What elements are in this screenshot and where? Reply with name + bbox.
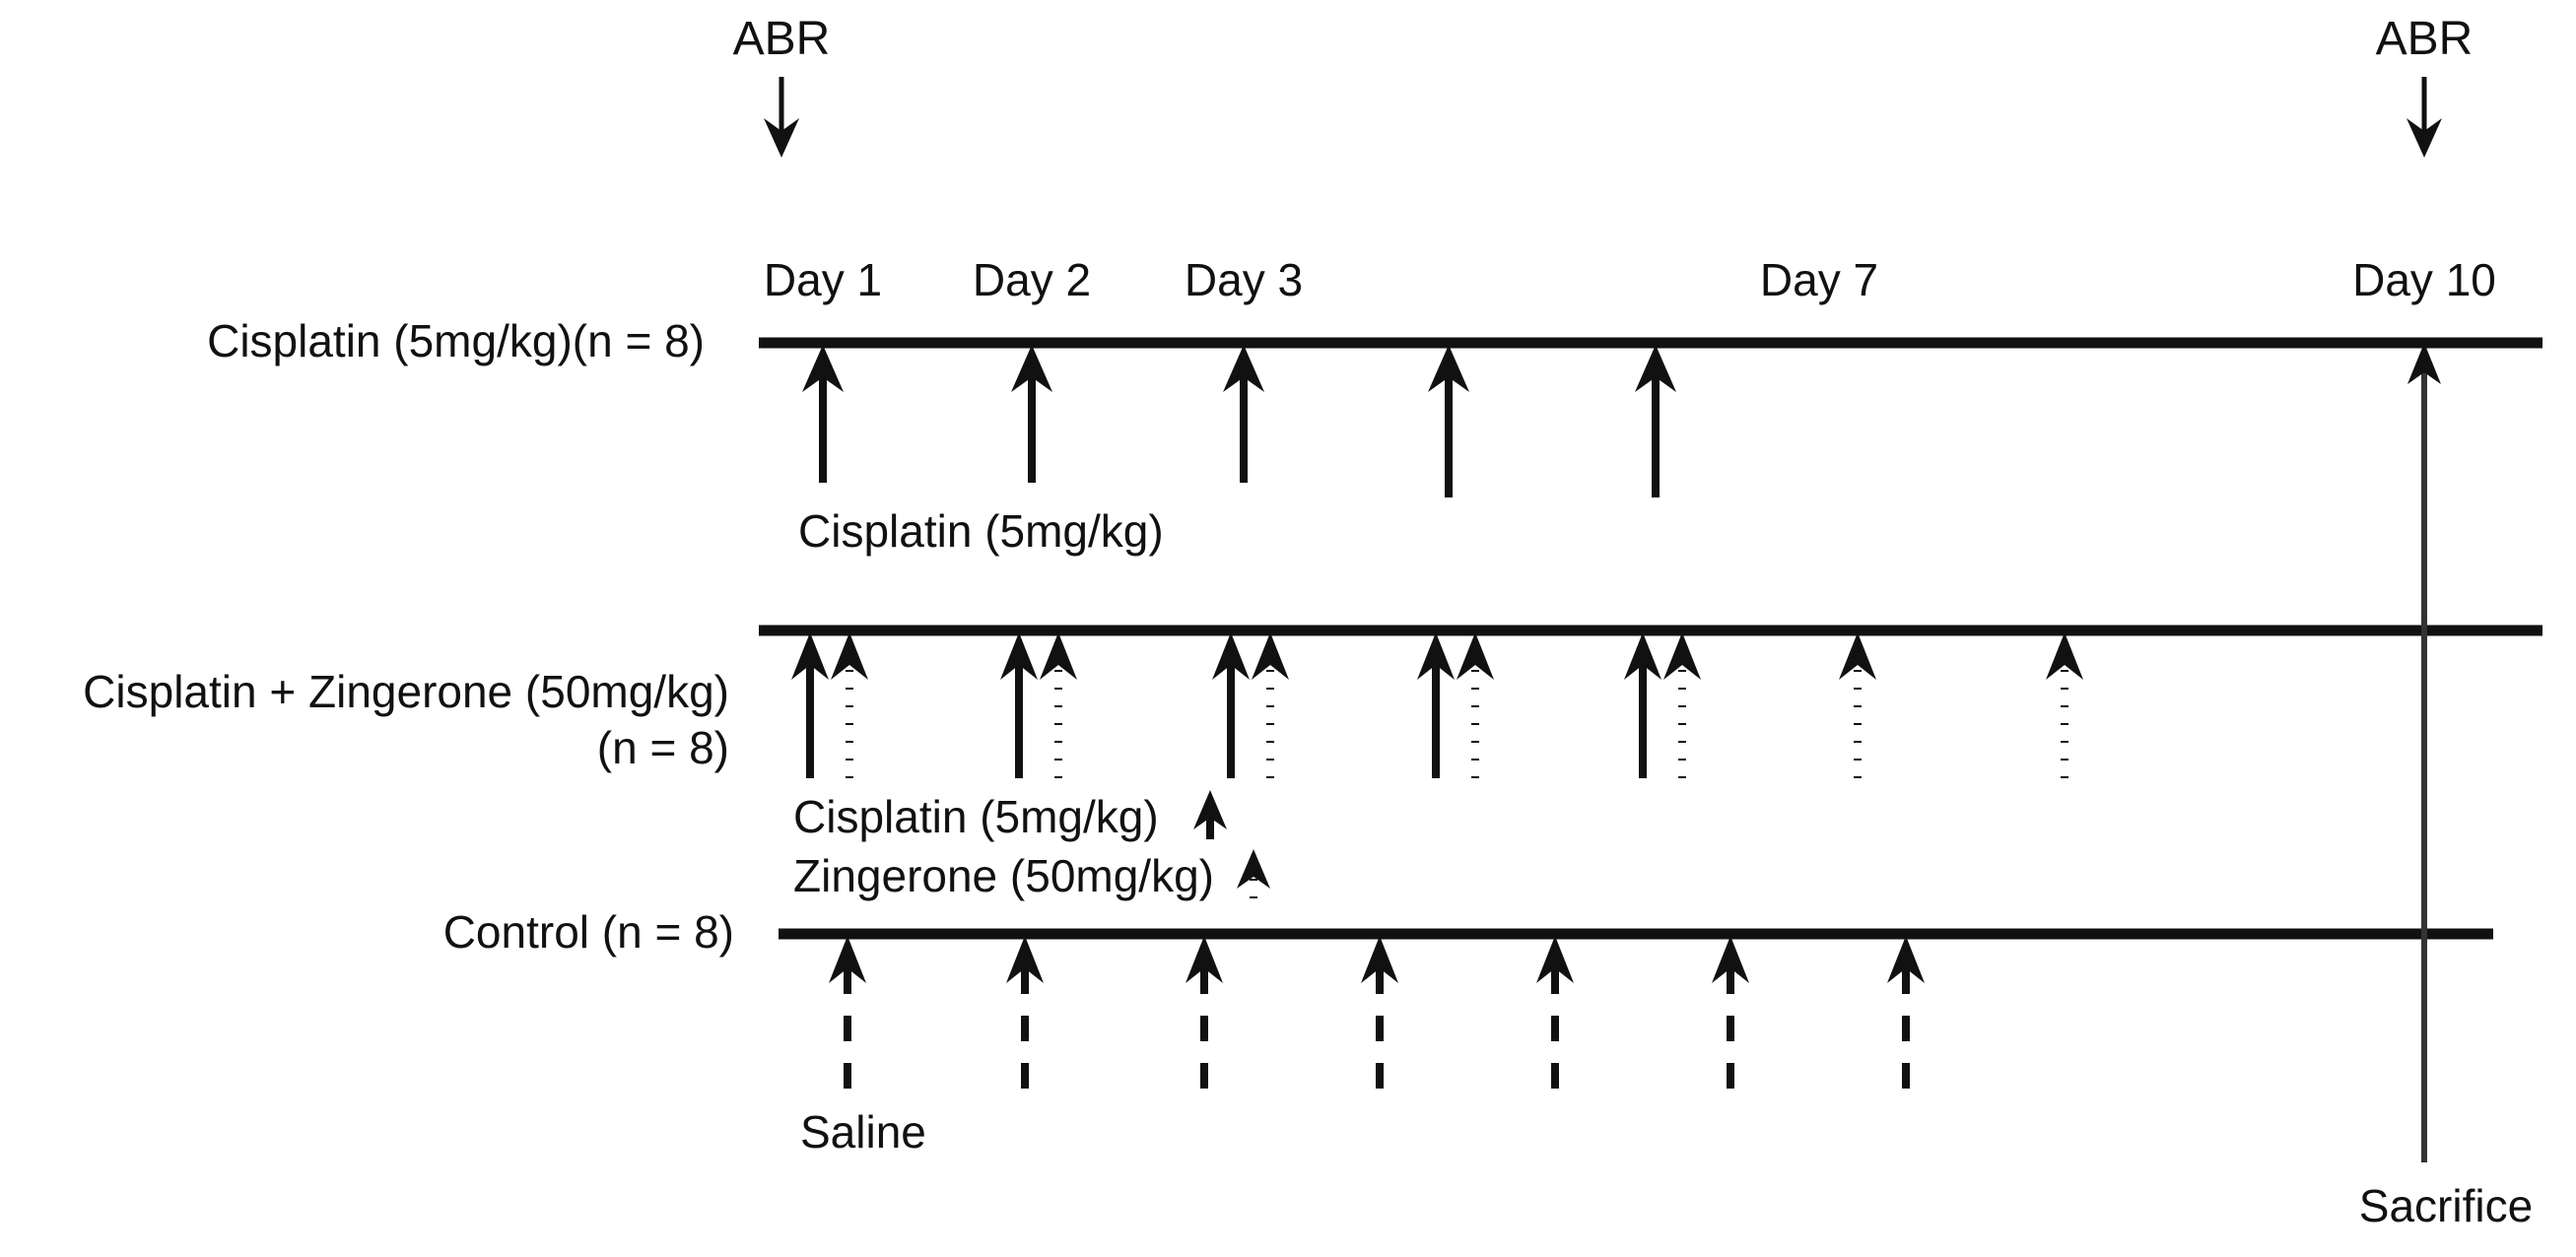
day-axis-labels: Day 1 Day 2 Day 3 Day 7 Day 10 (764, 254, 2496, 305)
abr-end-annotation: ABR (2376, 13, 2474, 158)
dose-arrow-zingerone-day-1 (831, 632, 868, 778)
legend-marker-cisplatin-solid-up-arrow (1193, 790, 1227, 839)
group-label-cisplatin: Cisplatin (5mg/kg)(n = 8) (207, 315, 705, 366)
dose-arrow-zingerone-day-3 (1252, 632, 1289, 778)
dose-arrow-saline-day-7 (1887, 936, 1925, 1089)
day-label-day-1: Day 1 (764, 254, 882, 305)
sacrifice-label: Sacrifice (2359, 1180, 2533, 1231)
legend-label-zingerone: Zingerone (50mg/kg) (793, 850, 1214, 901)
group-cisplatin: Cisplatin (5mg/kg)(n = 8) (207, 315, 2542, 557)
dose-arrow-saline-day-5 (1536, 936, 1574, 1089)
legend-marker-zingerone-dotted-up-arrow (1237, 849, 1270, 898)
dose-arrow-pair-day-5 (1624, 632, 1701, 778)
dose-arrow-cisplatin-day-4 (1417, 632, 1455, 778)
dose-arrow-pair-day-2 (1000, 632, 1077, 778)
dose-arrow-cisplatin-day-1 (802, 345, 844, 483)
dose-arrow-cisplatin-day-3 (1212, 632, 1250, 778)
dose-arrow-cisplatin-day-1 (791, 632, 829, 778)
day-label-day-7: Day 7 (1760, 254, 1878, 305)
day-label-day-2: Day 2 (973, 254, 1091, 305)
dose-arrow-pair-day-1 (791, 632, 868, 778)
day-label-day-10: Day 10 (2352, 254, 2496, 305)
sacrifice-annotation: Sacrifice (2359, 343, 2533, 1231)
abr-start-arrow-head (764, 118, 799, 158)
group-cisplatin-zingerone: Cisplatin + Zingerone (50mg/kg) (n = 8) (83, 625, 2542, 901)
abr-end-arrow-head (2407, 118, 2442, 158)
group-label-control: Control (n = 8) (443, 906, 734, 958)
dose-arrow-cisplatin-day-5 (1624, 632, 1661, 778)
legend-label-cisplatin: Cisplatin (5mg/kg) (793, 791, 1159, 842)
dose-arrow-zingerone-day-5 (1663, 632, 1701, 778)
group-label-cisplatin-zingerone-line-2: (n = 8) (597, 722, 729, 773)
dose-arrow-zingerone-day-2 (1040, 632, 1077, 778)
dose-arrow-saline-day-4 (1361, 936, 1398, 1089)
dose-arrow-zingerone-day-4 (1457, 632, 1494, 778)
dose-arrow-cisplatin-day-4 (1428, 345, 1469, 497)
dose-arrow-saline-day-2 (1006, 936, 1044, 1089)
group-control: Control (n = 8) (443, 906, 2493, 1158)
group-label-cisplatin-zingerone-line-1: Cisplatin + Zingerone (50mg/kg) (83, 666, 729, 717)
dose-arrow-cisplatin-day-2 (1011, 345, 1052, 483)
sacrifice-arrow-head (2407, 343, 2441, 384)
caption-cisplatin-dose: Cisplatin (5mg/kg) (798, 505, 1164, 557)
dose-arrow-saline-day-6 (1712, 936, 1749, 1089)
dose-arrow-zingerone-day-6 (1839, 632, 1876, 778)
abr-start-annotation: ABR (733, 13, 831, 158)
dose-arrow-cisplatin-day-5 (1635, 345, 1676, 497)
legend-inline: Cisplatin (5mg/kg) Zingerone (50mg/kg) (793, 790, 1270, 901)
abr-end-label: ABR (2376, 13, 2474, 65)
dose-arrow-pair-day-4 (1417, 632, 1494, 778)
dose-arrow-cisplatin-day-2 (1000, 632, 1038, 778)
day-label-day-3: Day 3 (1185, 254, 1303, 305)
dose-arrow-pair-day-3 (1212, 632, 1289, 778)
dose-arrow-cisplatin-day-3 (1223, 345, 1264, 483)
abr-start-label: ABR (733, 13, 831, 65)
dose-arrow-zingerone-day-7 (2046, 632, 2083, 778)
dose-arrow-saline-day-3 (1186, 936, 1223, 1089)
dose-arrow-saline-day-1 (829, 936, 866, 1089)
caption-control-saline: Saline (800, 1106, 926, 1158)
